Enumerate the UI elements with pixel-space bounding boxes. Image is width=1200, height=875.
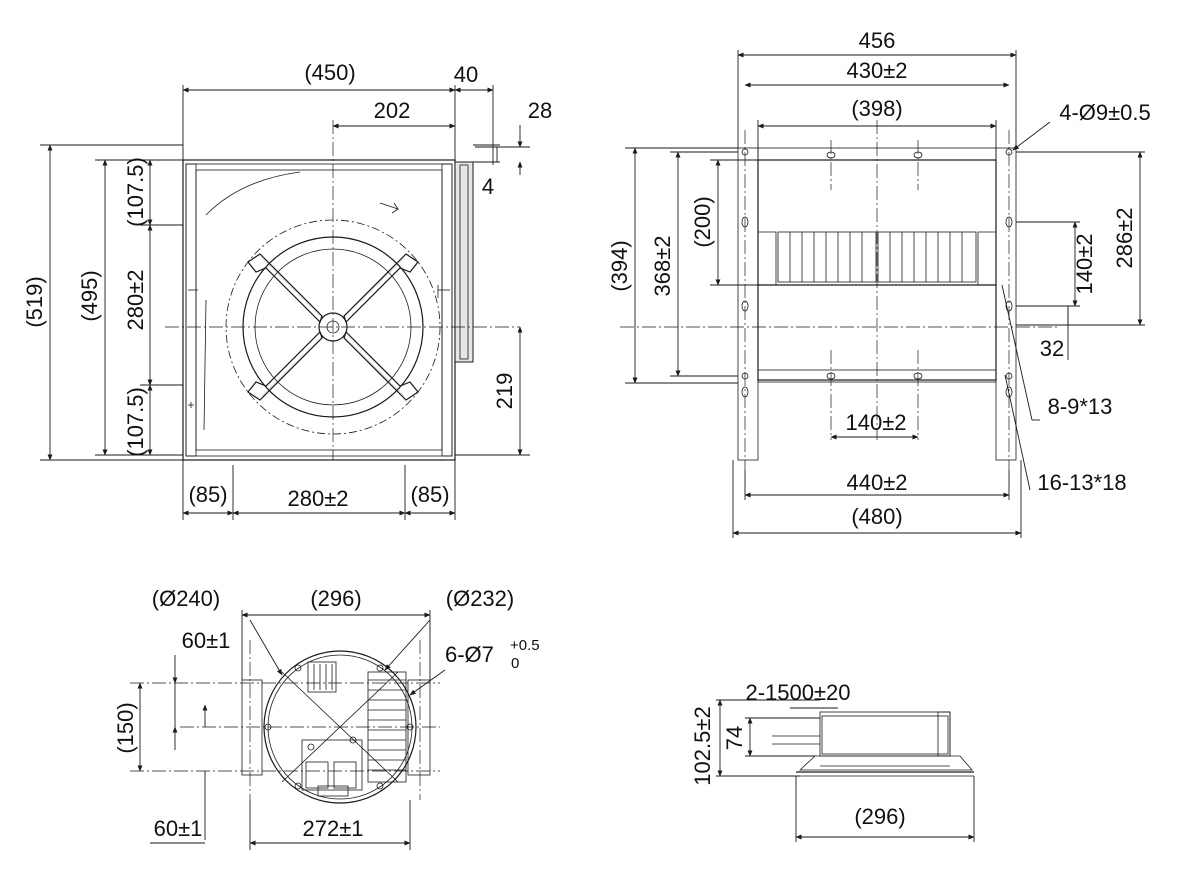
motor-dimension-lines [137,610,446,850]
front-housing [182,159,474,461]
front-view: (450) 40 202 28 4 (519) (495) (107.5) 28… [22,60,552,520]
side-dimension-lines [625,50,1145,538]
dim-286: 286±2 [1112,207,1137,268]
hole-spec-6: 6-Ø7 [445,642,494,667]
rotation-arrow-icon [379,202,399,214]
hole-spec-6-upper-tol: +0.5 [510,637,540,654]
dim-28: 28 [528,98,552,123]
hole-spec-4: 4-Ø9±0.5 [1059,100,1151,125]
dim-85-left: (85) [188,482,227,507]
dim-40: 40 [454,62,478,87]
slot-spec-16: 16-13*18 [1037,470,1126,495]
front-centerlines [165,120,520,460]
dim-4: 4 [482,174,494,199]
cable-length: 2-1500±20 [745,680,850,705]
dim-107-top: (107.5) [123,157,148,227]
fan-blades [789,232,963,282]
dim-140-vertical: 140±2 [1072,233,1097,294]
dim-495: (495) [77,270,102,321]
motor-view: (Ø240) (296) (Ø232) 60±1 6-Ø7 +0.5 0 (15… [113,586,540,850]
side-view: 456 430±2 (398) 4-Ø9±0.5 (394) 368±2 (20… [607,28,1151,538]
side-centerlines [620,120,1060,470]
dim-102: 102.5±2 [690,706,715,785]
dim-140-horizontal: 140±2 [845,410,906,435]
dia-232: (Ø232) [446,586,514,611]
motor-centerlines [130,640,440,800]
dim-107-bottom: (107.5) [123,387,148,457]
dim-450: (450) [304,60,355,85]
dim-456: 456 [859,28,896,53]
dim-272: 272±1 [302,816,363,841]
dim-440: 440±2 [846,470,907,495]
slot-spec-8: 8-9*13 [1048,394,1113,419]
dim-296-motor-side: (296) [854,804,905,829]
hole-spec-6-lower-tol: 0 [511,655,519,672]
dim-60-top: 60±1 [182,628,231,653]
dim-280-vertical: 280±2 [123,269,148,330]
motor-side-view: 2-1500±20 102.5±2 74 (296) [690,680,975,842]
dim-519: (519) [22,276,47,327]
dim-296-motor: (296) [310,586,361,611]
dim-150: (150) [113,702,138,753]
dim-480: (480) [851,504,902,529]
dim-202: 202 [374,98,411,123]
dim-74: 74 [722,726,747,750]
dim-430: 430±2 [846,58,907,83]
front-dimension-lines [40,85,530,520]
motor-side-body [772,711,974,777]
dim-280-horizontal: 280±2 [287,486,348,511]
dim-219: 219 [492,373,517,410]
dim-32: 32 [1040,336,1064,361]
dim-200: (200) [690,196,715,247]
motor-side-dimension-lines [716,699,975,842]
dim-85-right: (85) [410,482,449,507]
dim-60-bottom: 60±1 [154,816,203,841]
dim-394: (394) [607,240,632,291]
dim-398: (398) [851,96,902,121]
dia-240: (Ø240) [152,586,220,611]
dim-368: 368±2 [650,235,675,296]
